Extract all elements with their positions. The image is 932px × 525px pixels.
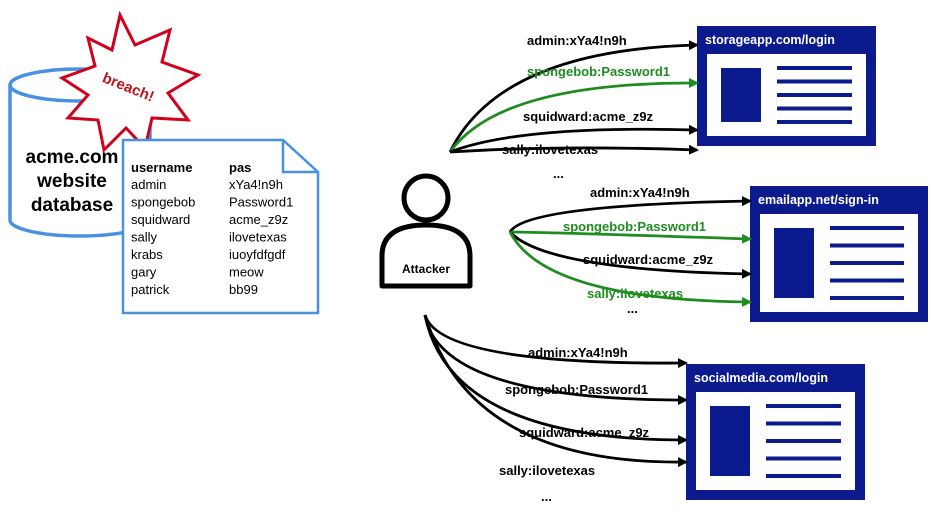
failed-attempt-arrow — [448, 40, 699, 153]
failed-attempt-arrow — [423, 314, 688, 468]
target-window-3: socialmedia.com/login — [686, 364, 865, 500]
text-line-icon — [766, 456, 841, 461]
doc-username-cell: krabs — [131, 247, 163, 262]
leaked-credentials-document: username pas admin xYa4!n9h spongebob Passw… — [121, 138, 320, 315]
successful-attempt-arrow — [509, 230, 752, 244]
text-line-icon — [766, 421, 841, 426]
credential-attempt-label: sally:ilovetexas — [499, 463, 595, 478]
more-attempts-ellipsis: ... — [541, 489, 552, 504]
target-url-title: storageapp.com/login — [705, 33, 835, 47]
text-line-icon — [777, 106, 852, 111]
target-url-title: emailapp.net/sign-in — [758, 193, 879, 207]
more-attempts-ellipsis: ... — [627, 301, 638, 316]
database-label-line-2: website — [36, 171, 107, 192]
doc-header-username: username — [131, 160, 192, 175]
doc-username-cell: gary — [131, 265, 157, 280]
doc-username-cell: squidward — [131, 212, 190, 227]
doc-password-cell: iuoyfdfgdf — [229, 247, 286, 262]
failed-attempt-arrow — [508, 196, 752, 233]
credential-attempt-label: squidward:acme_z9z — [583, 252, 714, 267]
doc-password-cell: Password1 — [229, 195, 293, 210]
attacker-label: Attacker — [402, 262, 450, 276]
failed-attempt-arrow — [423, 314, 688, 445]
target-window-1: storageapp.com/login — [697, 26, 876, 146]
text-line-icon — [766, 404, 841, 408]
failed-attempt-arrow — [423, 314, 688, 369]
doc-password-cell: xYa4!n9h — [229, 177, 283, 192]
doc-header-password: pas — [229, 160, 251, 175]
credential-attempt-label: squidward:acme_z9z — [523, 109, 654, 124]
doc-password-cell: meow — [229, 265, 264, 280]
doc-password-cell: ilovetexas — [229, 230, 287, 245]
credential-attempt-label: admin:xYa4!n9h — [527, 33, 627, 48]
text-line-icon — [777, 79, 852, 84]
failed-attempt-arrow — [449, 144, 699, 155]
credential-attempt-label: admin:xYa4!n9h — [590, 185, 690, 200]
successful-attempt-arrow — [508, 231, 752, 307]
successful-attempt-arrow — [448, 77, 699, 153]
credential-attempt-label: spongebob:Password1 — [505, 382, 648, 397]
image-block-icon — [774, 228, 814, 298]
credential-attempt-label: spongebob:Password1 — [527, 64, 670, 79]
attacker-figure: Attacker — [379, 173, 473, 289]
credential-attempt-label: squidward:acme_z9z — [519, 425, 650, 440]
doc-username-cell: sally — [131, 230, 158, 245]
text-line-icon — [830, 226, 904, 230]
failed-attempt-arrow — [449, 124, 699, 154]
text-line-icon — [830, 243, 904, 248]
database-label-line-3: database — [31, 195, 113, 216]
text-line-icon — [777, 93, 852, 97]
text-line-icon — [777, 66, 852, 70]
doc-password-cell: acme_z9z — [229, 212, 288, 227]
breach-burst: breach! — [58, 10, 202, 154]
image-block-icon — [710, 406, 750, 476]
text-line-icon — [830, 261, 904, 265]
failed-attempt-arrow — [508, 231, 752, 279]
text-line-icon — [830, 296, 904, 300]
target-url-title: socialmedia.com/login — [694, 371, 828, 385]
doc-password-cell: bb99 — [229, 282, 258, 297]
credential-attempt-label: spongebob:Password1 — [563, 219, 706, 234]
target-window-2: emailapp.net/sign-in — [750, 186, 928, 322]
doc-username-cell: patrick — [131, 282, 170, 297]
doc-username-cell: spongebob — [131, 195, 195, 210]
text-line-icon — [777, 120, 852, 124]
image-block-icon — [721, 68, 761, 122]
doc-username-cell: admin — [131, 177, 166, 192]
more-attempts-ellipsis: ... — [553, 166, 564, 181]
text-line-icon — [766, 474, 841, 478]
text-line-icon — [766, 439, 841, 443]
database-label-line-1: acme.com — [26, 147, 119, 168]
credential-attempt-label: admin:xYa4!n9h — [528, 345, 628, 360]
credential-attempt-label: sally:ilovetexas — [587, 286, 683, 301]
text-line-icon — [830, 278, 904, 283]
credential-attempt-label: sally:ilovetexas — [502, 142, 598, 157]
